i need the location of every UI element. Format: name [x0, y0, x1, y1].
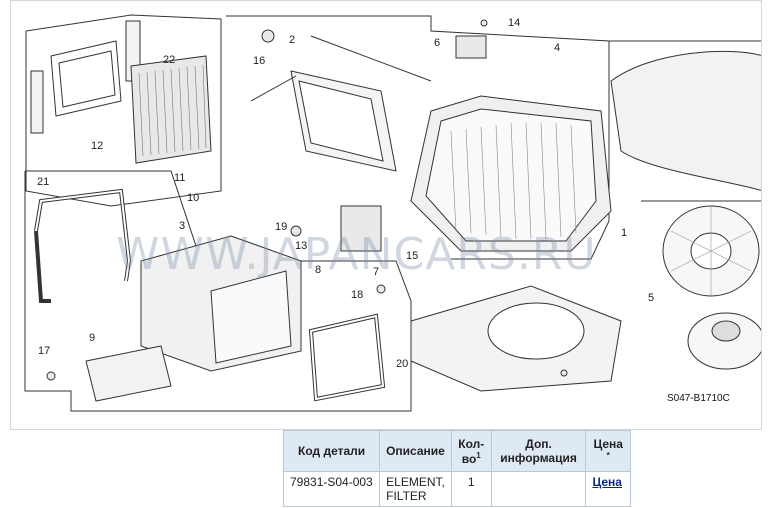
callout-12: 12 [91, 140, 103, 152]
cell-qty: 1 [450, 471, 492, 507]
callout-22: 22 [163, 54, 175, 66]
cell-info [490, 471, 587, 507]
actuator-7 [340, 205, 382, 252]
parts-table: Код детали Описание Кол-во1 Доп. информа… [282, 430, 631, 507]
col-header-description: Описание [379, 430, 452, 472]
col-header-info: Доп. информация [490, 430, 587, 472]
exploded-view-drawing: 1 2 3 4 5 6 7 8 9 10 11 12 13 14 15 16 1… [24, 14, 761, 412]
price-link[interactable]: Цена [592, 475, 622, 489]
table-row: 79831-S04-003 ELEMENT, FILTER 1 Цена [282, 471, 631, 507]
cell-description: ELEMENT, FILTER [379, 471, 452, 507]
callout-16: 16 [253, 55, 265, 67]
callout-1: 1 [621, 227, 627, 239]
callout-7: 7 [373, 266, 379, 278]
callout-13: 13 [295, 240, 307, 252]
col-header-price: Цена* [585, 430, 631, 472]
callout-19: 19 [275, 221, 287, 233]
filter-element-11 [130, 55, 212, 164]
callout-3: 3 [179, 220, 185, 232]
callout-6: 6 [434, 37, 440, 49]
parts-diagram: 1 2 3 4 5 6 7 8 9 10 11 12 13 14 15 16 1… [10, 0, 762, 430]
screw-19 [290, 225, 302, 237]
callout-18: 18 [351, 289, 363, 301]
col-header-code: Код детали [282, 430, 381, 472]
bracket-9 [85, 345, 172, 402]
callout-labels: 1 2 3 4 5 6 7 8 9 10 11 12 13 14 15 16 1… [37, 17, 654, 370]
col-header-qty: Кол-во1 [450, 430, 492, 472]
screw-17 [46, 371, 56, 381]
callout-11: 11 [174, 172, 185, 184]
callout-4: 4 [554, 42, 560, 54]
filter-group-frame [25, 14, 222, 207]
screw-14 [480, 19, 488, 27]
cell-part-code: 79831-S04-003 [282, 471, 381, 507]
callout-8: 8 [315, 264, 321, 276]
fan-case-upper [610, 50, 761, 191]
callout-2: 2 [289, 34, 295, 46]
callout-5: 5 [648, 292, 654, 304]
resistor-6 [455, 35, 487, 59]
screw-18 [376, 284, 386, 294]
callout-10: 10 [187, 192, 199, 204]
seal-strip-22a [30, 70, 44, 134]
table-header-row: Код детали Описание Кол-во1 Доп. информа… [282, 430, 631, 472]
callout-9: 9 [89, 332, 95, 344]
callout-14: 14 [508, 17, 520, 29]
cell-price: Цена [585, 471, 631, 507]
screw-16 [261, 29, 275, 43]
callout-20: 20 [396, 358, 408, 370]
callout-15: 15 [406, 250, 418, 262]
callout-21: 21 [37, 176, 49, 188]
watermark: WWW.JAPANCARS.RU [116, 229, 597, 280]
diagram-code: S047-B1710C [667, 393, 730, 404]
callout-17: 17 [38, 345, 50, 357]
